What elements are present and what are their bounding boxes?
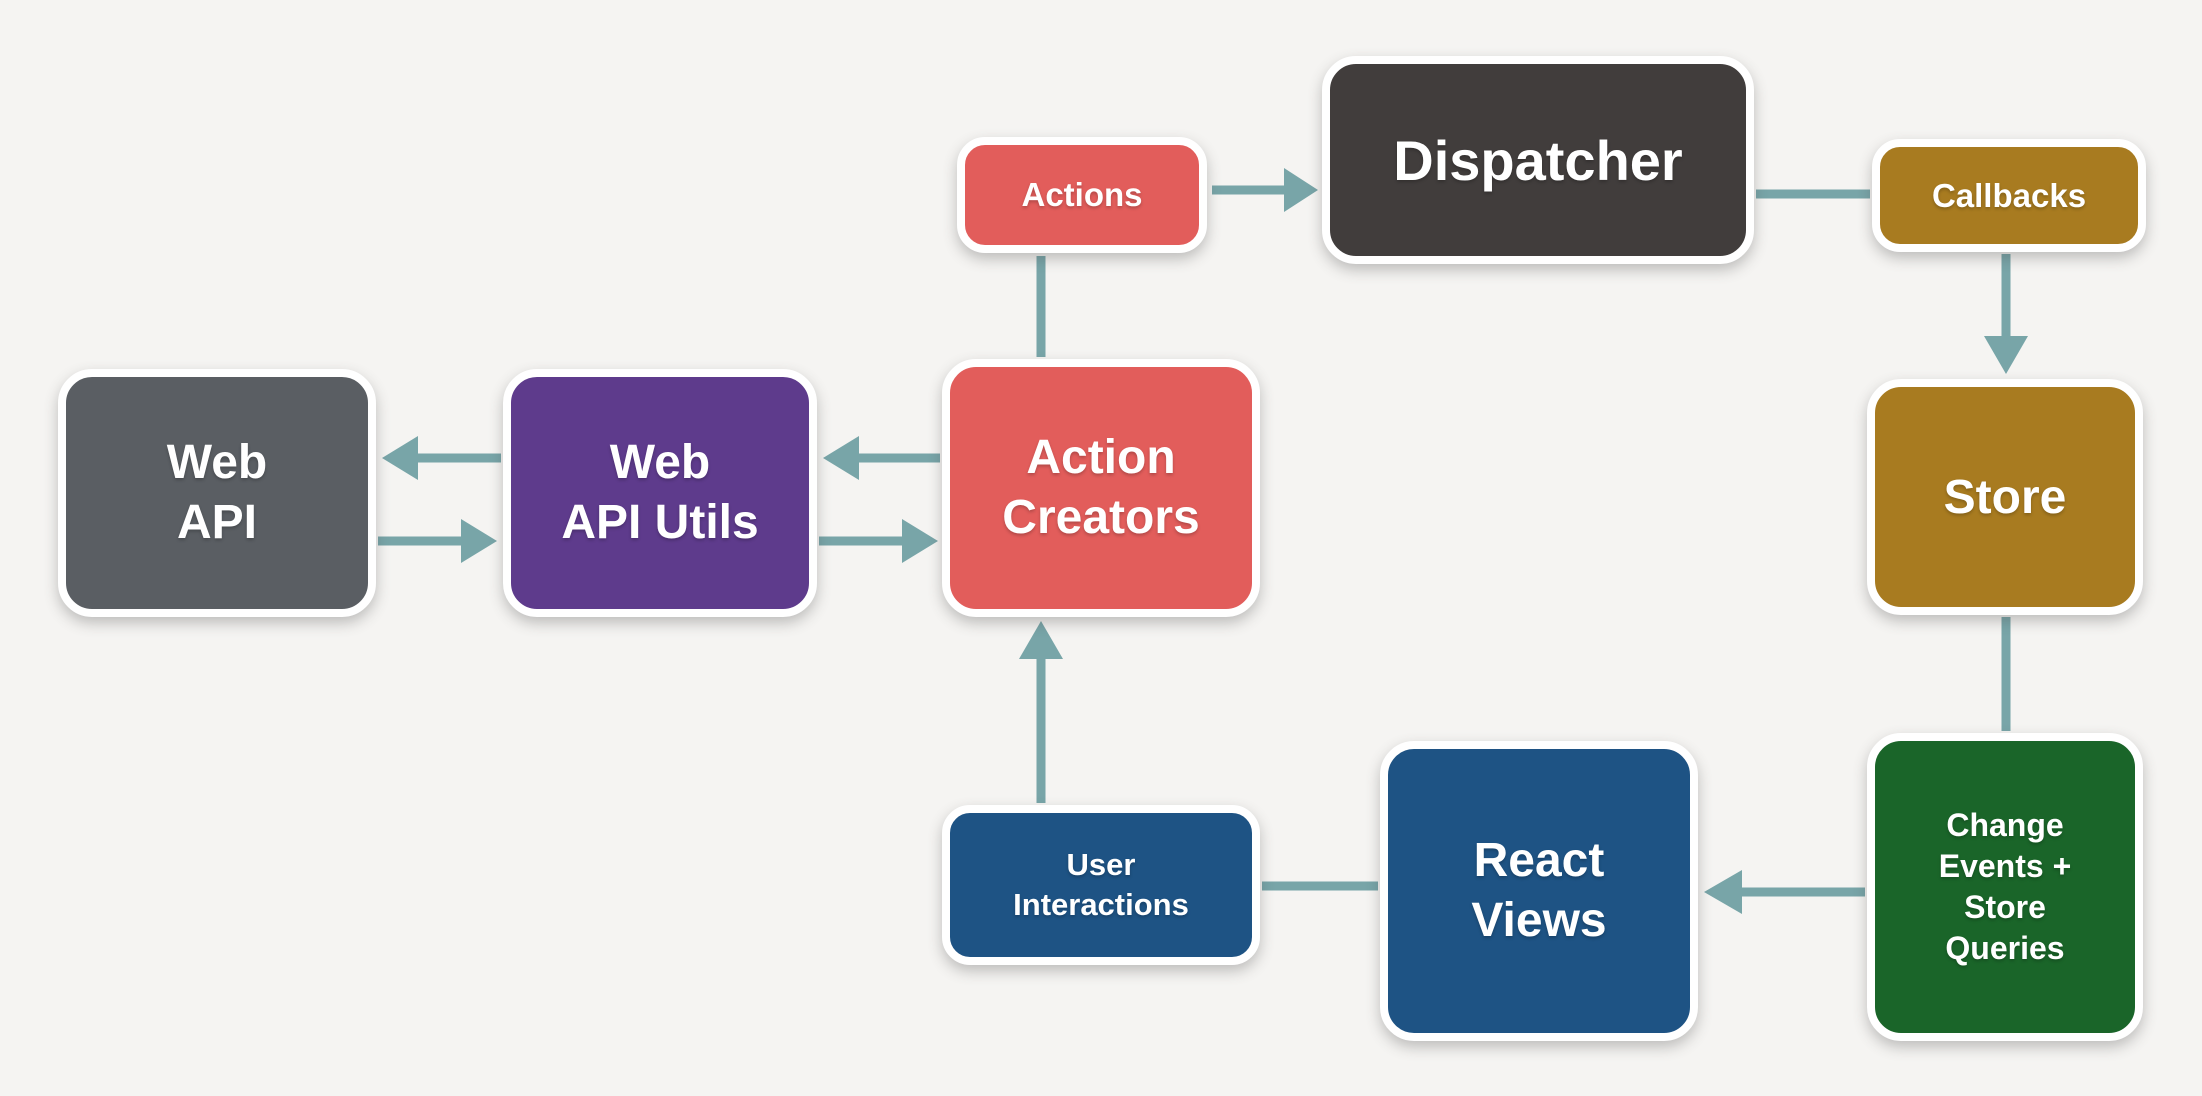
node-label: Callbacks — [1931, 176, 2087, 214]
node-label-line: Store — [1964, 889, 2046, 925]
node-label-line: Web — [166, 436, 268, 489]
node-web-api-utils: Web API Utils — [503, 369, 817, 617]
arrow-callbacks-to-store — [1984, 254, 2028, 374]
node-label: Store — [1943, 470, 2067, 524]
node-label-line: API — [176, 496, 257, 549]
node-store: Store — [1867, 379, 2143, 615]
node-label-line: User — [1066, 846, 1136, 882]
node-label-line: Action — [1026, 431, 1176, 484]
node-change-events: Change Events + Store Queries — [1867, 733, 2143, 1041]
node-label-line: Events + — [1938, 848, 2072, 885]
arrow-web-api-utils-to-web-api — [382, 436, 501, 480]
arrow-user-interactions-to-action-creators — [1019, 621, 1063, 803]
arrow-action-creators-to-web-api-utils — [823, 436, 940, 480]
node-label-line: API Utils — [561, 496, 759, 549]
node-label-line: Web — [609, 436, 711, 489]
arrow-web-api-to-web-api-utils — [378, 519, 497, 563]
node-label: Dispatcher — [1393, 128, 1683, 192]
node-web-api: Web API — [58, 369, 376, 617]
node-label-line: Change — [1946, 807, 2064, 844]
node-label-line: Views — [1471, 894, 1607, 947]
node-label-line: Interactions — [1013, 887, 1189, 922]
node-dispatcher: Dispatcher — [1322, 56, 1754, 264]
node-label-line: React — [1473, 834, 1605, 887]
node-react-views: React Views — [1380, 741, 1698, 1041]
node-label: Actions — [1021, 176, 1143, 213]
node-callbacks: Callbacks — [1872, 139, 2146, 252]
node-label-line: Creators — [1002, 491, 1200, 544]
node-label-line: Queries — [1945, 929, 2065, 966]
arrow-change-events-to-react-views — [1704, 870, 1865, 914]
node-action-creators: Action Creators — [942, 359, 1260, 617]
arrow-actions-to-dispatcher — [1212, 168, 1318, 212]
arrow-web-api-utils-to-action-creators — [819, 519, 938, 563]
node-actions: Actions — [957, 137, 1207, 253]
node-user-interactions: User Interactions — [942, 805, 1260, 965]
